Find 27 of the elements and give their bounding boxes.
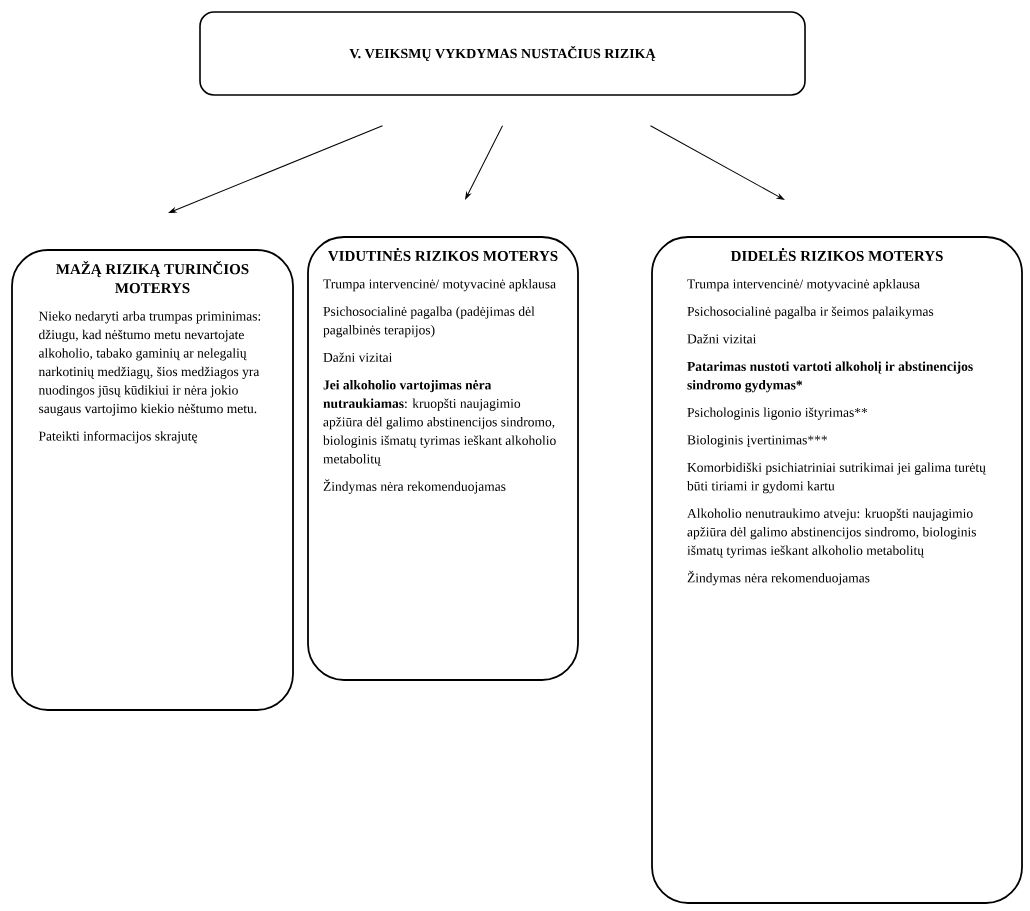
column-heading: MAŽĄ RIZIKĄ TURINČIOS MOTERYS [56, 261, 249, 294]
process-box [651, 236, 1023, 904]
paragraph-text: Psichologinis ligonio ištyrimas** [687, 407, 868, 420]
paragraph-text: Trumpa intervencinė/ motyvacinė apklausa [687, 279, 920, 292]
column-heading: VIDUTINĖS RIZIKOS MOTERYS [328, 248, 558, 262]
arrow [168, 125, 383, 213]
paragraph-text: Jei alkoholio vartojimas nėra nutraukiamas: kruopšti naujagimio apžiūra dėl galimo abstinencijos sindromo, biologinis išmatų tyrimas ieškant alkoholio metabolitų [323, 380, 556, 466]
paragraph-text: Pateikti informacijos skrajutę [38, 431, 197, 444]
paragraph-text: Dažni vizitai [323, 352, 393, 362]
paragraph-text: Psichosocialinė pagalba (padėjimas dėl pagalbinės terapijos) [323, 306, 535, 338]
paragraph-text: Dažni vizitai [687, 333, 757, 344]
paragraph-text: Komorbidiški psichiatriniai sutrikimai jei galima turėtų būti tiriami ir gydomi kartu [687, 462, 986, 494]
paragraph-text: Psichosocialinė pagalba ir šeimos palaikymas [687, 306, 934, 319]
paragraph-text: Trumpa intervencinė/ motyvacinė apklausa [323, 279, 556, 292]
process-box [11, 249, 294, 711]
paragraph-text: Biologinis įvertinimas*** [687, 435, 827, 448]
column-heading: DIDELĖS RIZIKOS MOTERYS [730, 248, 943, 261]
process-box [307, 236, 579, 681]
title-box [199, 11, 806, 96]
paragraph-text: Nieko nedaryti arba trumpas priminimas: džiugu, kad nėštumo metu nevartojate alkoholio, tabako gaminių ar nelegalių narkotinių medžiagų, šios medžiagos yra nuodingos jūsų kūdikiui ir nėra jokio saugaus vartojimo kiekio nėštumo metu. [38, 311, 261, 416]
paragraph-text: Alkoholio nenutraukimo atveju: kruopšti naujagimio apžiūra dėl galimo abstinencijos sindromo, biologinis išmatų tyrimas ieškant alkoholio metabolitų [687, 508, 976, 558]
arrow [650, 125, 785, 200]
arrow [465, 125, 503, 200]
paragraph-text: Žindymas nėra rekomenduojamas [323, 479, 506, 494]
title-text: V. VEIKSMŲ VYKDYMAS NUSTAČIUS RIZIKĄ [349, 45, 656, 62]
paragraph-text: Patarimas nustoti vartoti alkoholį ir abstinencijos sindromo gydymas* [687, 361, 973, 393]
paragraph-text: Žindymas nėra rekomenduojamas [687, 570, 870, 586]
